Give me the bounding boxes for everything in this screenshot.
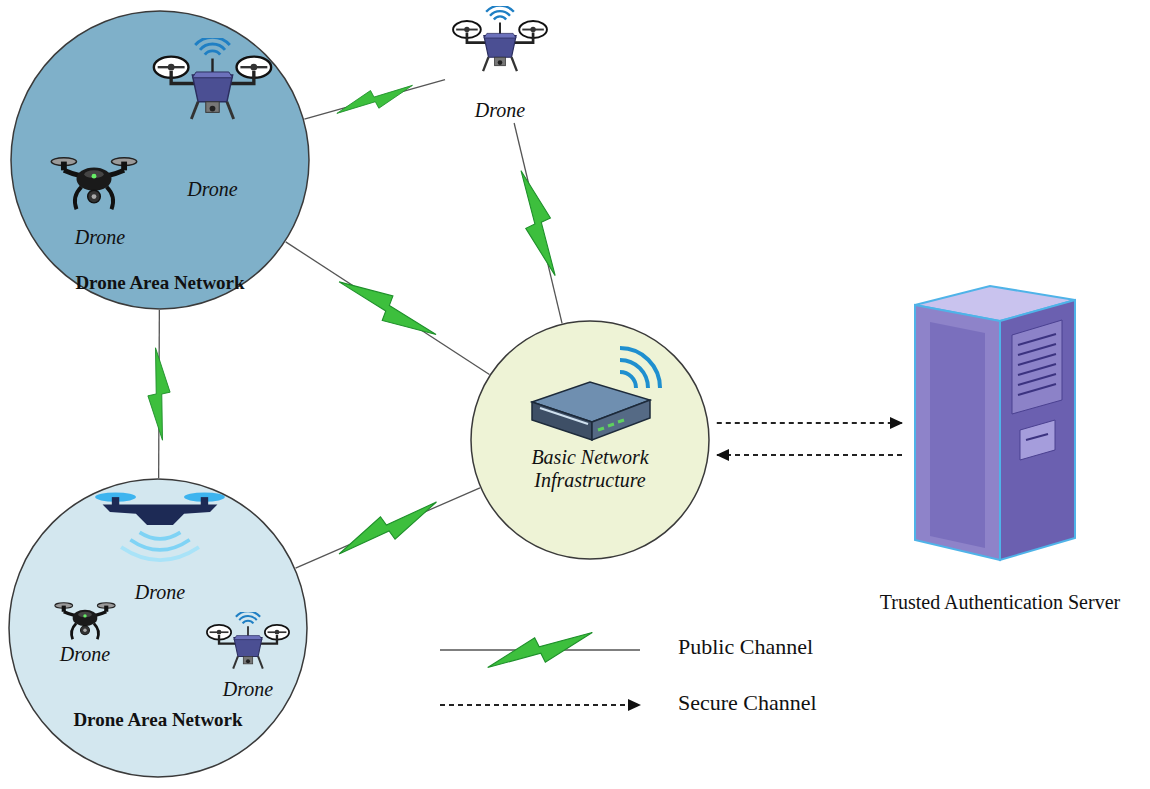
node-label: Drone Area Network — [23, 709, 293, 731]
node-label: Basic Network Infrastructure — [503, 446, 678, 492]
drone-label: Drone — [188, 678, 308, 701]
circle-border — [11, 11, 309, 309]
area-fill — [11, 11, 309, 309]
drone-label: Drone — [150, 178, 275, 201]
node-label: Drone Area Network — [25, 272, 295, 294]
drone-label: Drone — [445, 99, 555, 122]
area-fill — [9, 479, 307, 777]
drone-icon — [51, 158, 136, 209]
public-channel — [148, 310, 171, 478]
legend-public-sample — [440, 624, 640, 676]
legend-label: Public Channel — [678, 634, 813, 660]
circle-border — [9, 479, 307, 777]
lightning-bolt — [333, 79, 416, 119]
drone-icon — [154, 37, 271, 119]
drone-node: Drone — [90, 485, 230, 605]
circle-outline — [8, 478, 308, 778]
public-channel — [304, 79, 445, 119]
drone-label: Drone — [50, 226, 150, 249]
secure-channel — [717, 455, 902, 456]
router-icon — [532, 348, 660, 440]
circle-border — [471, 321, 709, 559]
channel-line — [717, 422, 902, 424]
legend-label: Secure Channel — [678, 690, 817, 716]
drone-node: Drone — [188, 612, 308, 702]
infrastructure-fill — [471, 321, 709, 559]
lightning-bolt — [512, 167, 563, 280]
public-channel — [286, 242, 490, 375]
public-channel — [512, 123, 563, 323]
drone-icon — [453, 6, 547, 71]
channel-line — [286, 242, 490, 375]
drone-icon — [55, 603, 115, 639]
drone-area-network: Drone Area NetworkDroneDroneDrone — [8, 478, 308, 778]
server-icon — [915, 286, 1075, 560]
drone-node: Drone — [150, 40, 275, 202]
drone-node: Drone — [445, 5, 555, 123]
circle-outline — [10, 10, 310, 310]
drone-node: Drone — [40, 595, 130, 667]
channel-line — [296, 488, 480, 568]
circle-outline — [470, 320, 710, 560]
lightning-bolt — [148, 348, 171, 440]
drone-icon — [95, 492, 225, 560]
channel-line — [304, 80, 445, 120]
authentication-server: Trusted Authentication Server — [860, 285, 1140, 615]
node-label: Trusted Authentication Server — [860, 591, 1140, 614]
drone-label: Drone — [90, 581, 230, 604]
lightning-bolt — [334, 267, 441, 349]
drone-icon — [207, 611, 289, 668]
drone-node: Drone — [50, 150, 150, 250]
drone-area-network: Drone Area NetworkDroneDrone — [10, 10, 310, 310]
lightning-bolt — [332, 494, 443, 562]
drone-label: Drone — [40, 643, 130, 666]
legend-secure-sample — [440, 699, 641, 711]
secure-channel — [717, 423, 902, 424]
network-infrastructure: Basic Network Infrastructure — [470, 320, 710, 560]
public-channel — [296, 488, 480, 568]
channel-line — [717, 454, 902, 456]
